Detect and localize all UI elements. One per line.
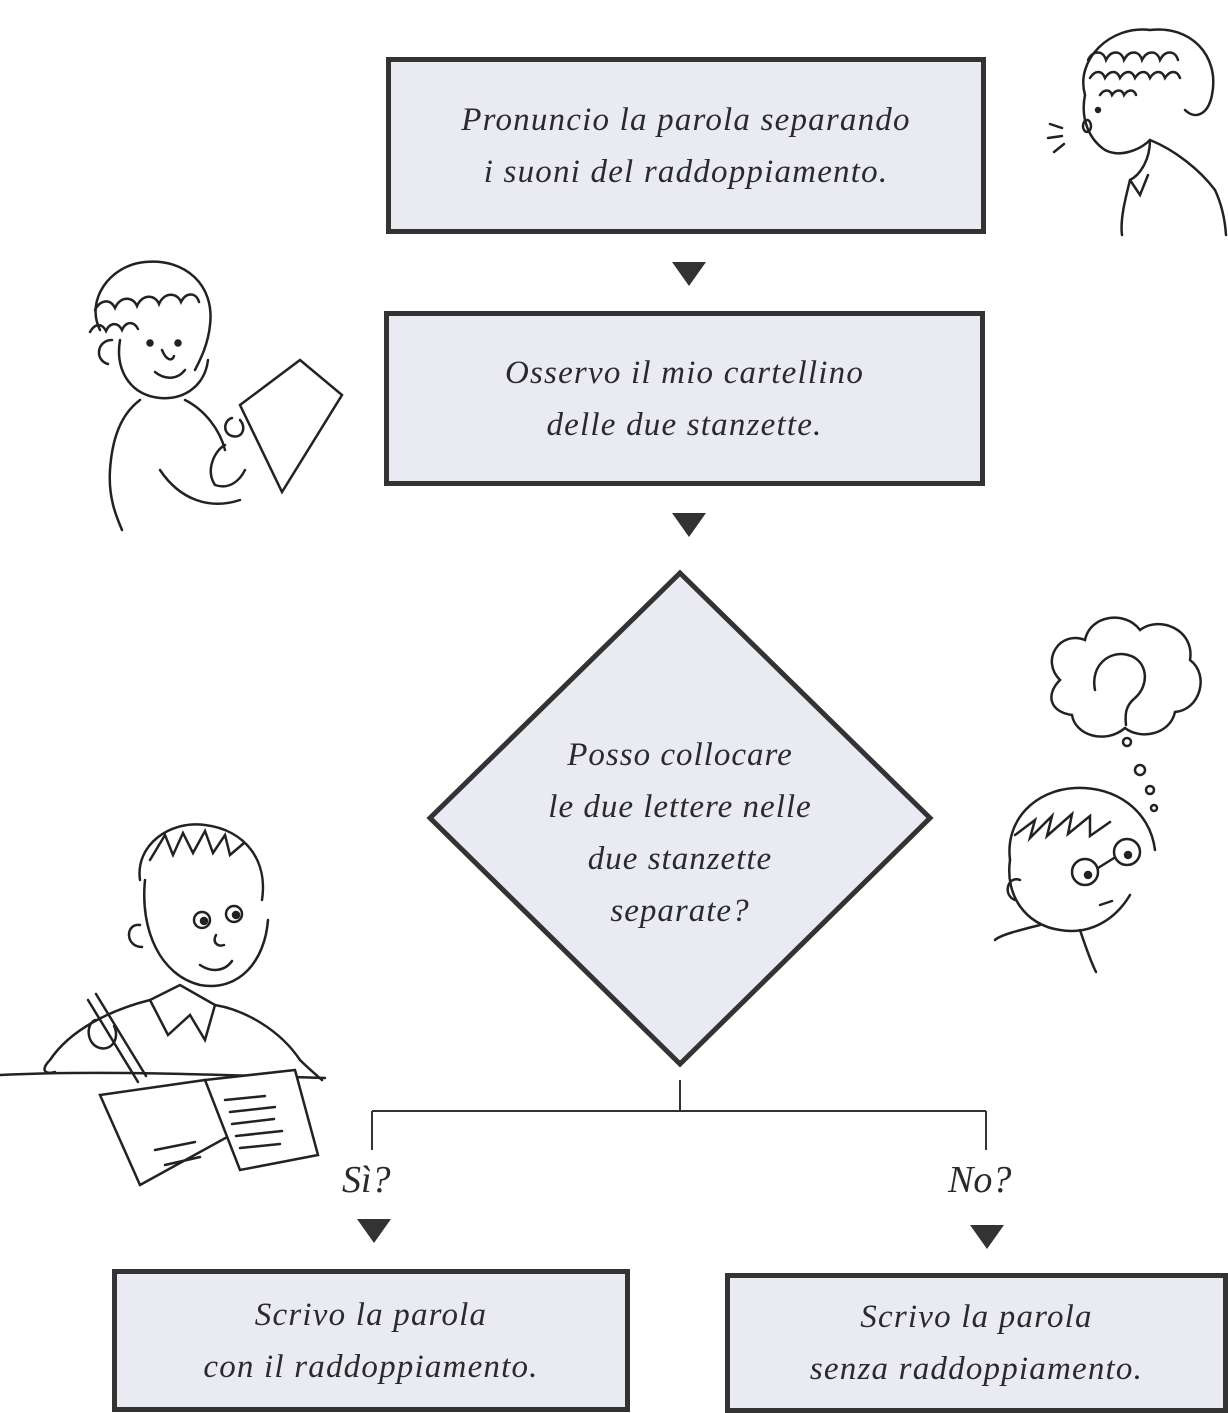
- step-box-observe-line2: delle due stanzette.: [546, 406, 823, 443]
- result-yes-line1: Scrivo la parola: [254, 1296, 488, 1333]
- decision-diamond: [426, 569, 934, 1068]
- result-no-line1: Scrivo la parola: [860, 1299, 1093, 1335]
- child-speaking-illustration: [1046, 28, 1228, 237]
- result-box-without-doubling: Scrivo la parola senza raddoppiamento.: [725, 1273, 1228, 1413]
- branch-label-yes: Sì?: [342, 1159, 391, 1201]
- child-thinking-illustration: [993, 616, 1202, 974]
- child-reading-card-illustration: [88, 260, 344, 532]
- result-no-line2: senza raddoppiamento.: [809, 1351, 1144, 1387]
- step-box-pronounce-line2: i suoni del raddoppiamento.: [483, 153, 889, 190]
- arrow-step2-to-decision: [672, 513, 706, 537]
- result-yes-line2: con il raddoppiamento.: [203, 1348, 539, 1385]
- arrow-no: [970, 1225, 1004, 1249]
- arrow-step1-to-step2: [672, 262, 706, 286]
- arrow-yes: [357, 1219, 391, 1243]
- step-box-pronounce-line1: Pronuncio la parola separando: [461, 101, 911, 138]
- step-box-pronounce: Pronuncio la parola separando i suoni de…: [386, 57, 986, 234]
- branch-connector: [371, 1080, 987, 1150]
- decision-line-3: due stanzette: [587, 841, 773, 877]
- step-box-observe-line1: Osservo il mio cartellino: [504, 354, 865, 391]
- result-box-with-doubling: Scrivo la parola con il raddoppiamento.: [112, 1269, 630, 1412]
- child-writing-illustration: [0, 823, 327, 1187]
- decision-line-4: separate?: [610, 893, 750, 929]
- decision-line-2: le due lettere nelle: [548, 789, 812, 825]
- step-box-observe: Osservo il mio cartellino delle due stan…: [384, 311, 985, 486]
- decision-line-1: Posso collocare: [567, 737, 793, 773]
- branch-label-no: No?: [948, 1159, 1012, 1201]
- decision-question: Posso collocare le due lettere nelle due…: [500, 728, 860, 938]
